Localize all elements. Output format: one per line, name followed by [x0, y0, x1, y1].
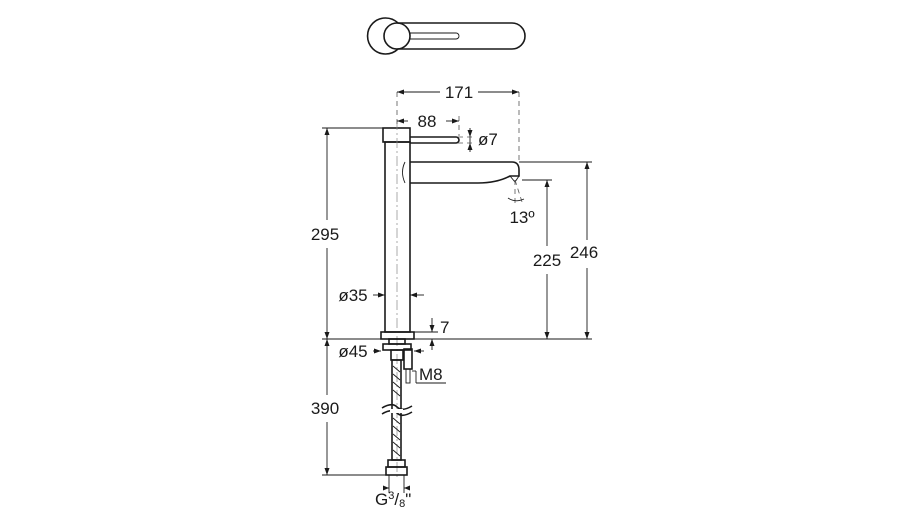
label-width-total: 171: [445, 83, 473, 102]
dimension-lines: [322, 89, 592, 493]
label-base-height: 7: [440, 318, 449, 337]
label-lever-reach: 88: [418, 112, 437, 131]
label-base-diameter: ø45: [338, 342, 367, 361]
dimension-labels: 171 88 ø7 295 225 246 13º ø35 7 ø45 M8 3…: [311, 83, 598, 510]
faucet-body: [380, 120, 520, 478]
label-lever-diameter: ø7: [478, 130, 498, 149]
top-view: [366, 17, 526, 55]
label-connection: G3/8": [375, 490, 411, 510]
label-body-diameter: ø35: [338, 286, 367, 305]
label-height-total: 295: [311, 225, 339, 244]
label-hose-length: 390: [311, 399, 339, 418]
label-spout-height: 225: [533, 251, 561, 270]
label-spout-angle: 13º: [509, 208, 534, 227]
label-spout-top-height: 246: [570, 243, 598, 262]
label-thread: M8: [419, 365, 443, 384]
